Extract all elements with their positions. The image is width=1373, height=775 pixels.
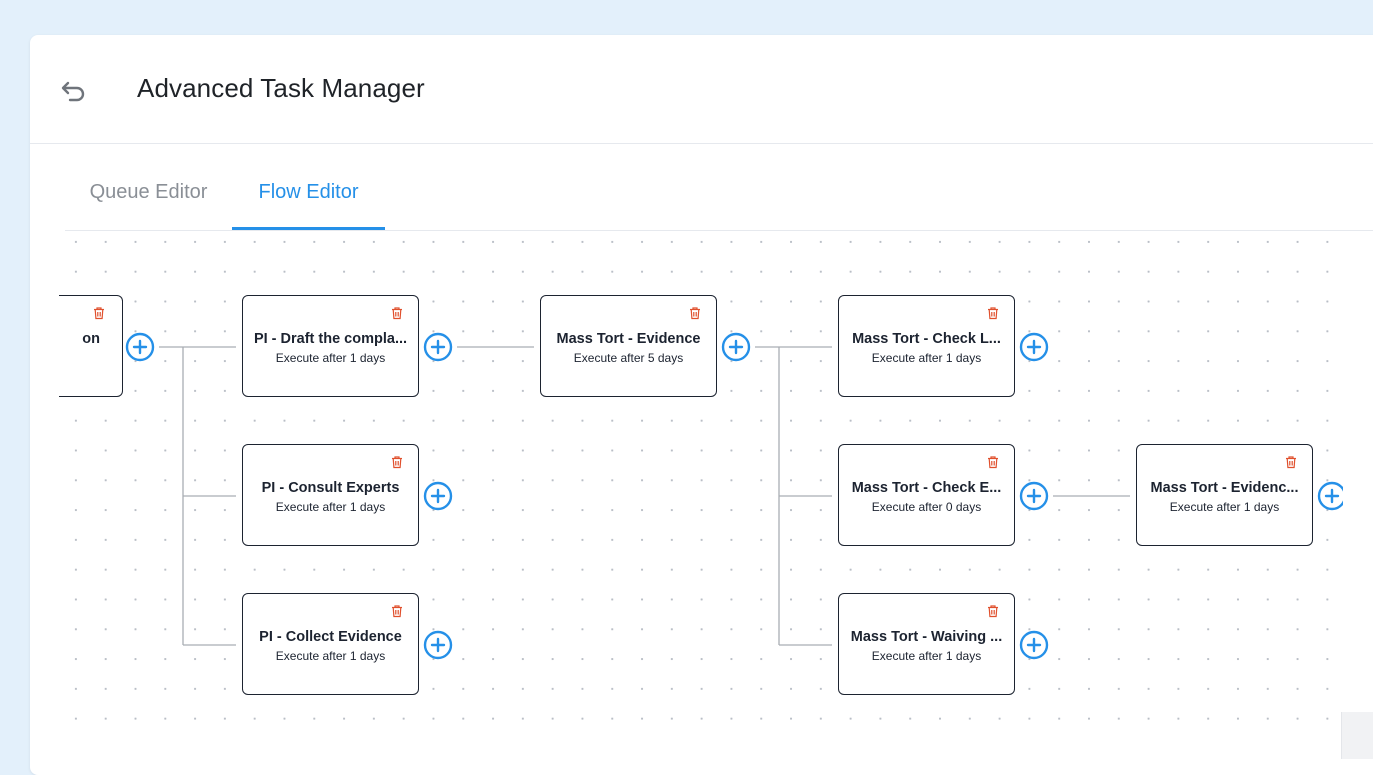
flow-node[interactable]: Mass Tort - Evidenc... Execute after 1 d… — [1136, 444, 1313, 546]
trash-icon[interactable] — [986, 455, 1000, 469]
node-title: PI - Draft the compla... — [253, 331, 408, 347]
node-title: Mass Tort - Evidence — [556, 331, 701, 347]
add-step-button[interactable] — [423, 630, 453, 660]
node-delay: Execute after 1 days — [871, 351, 982, 365]
node-delay: Execute after 1 days — [275, 649, 386, 663]
add-step-button[interactable] — [1019, 481, 1049, 511]
add-step-button[interactable] — [721, 332, 751, 362]
trash-icon[interactable] — [986, 604, 1000, 618]
flow-node[interactable]: PI - Draft the compla... Execute after 1… — [242, 295, 419, 397]
node-delay: Execute after 1 days — [871, 649, 982, 663]
node-delay: Execute after 0 days — [871, 500, 982, 514]
scrollbar-corner[interactable] — [1341, 712, 1373, 759]
flow-node[interactable]: Mass Tort - Evidence Execute after 5 day… — [540, 295, 717, 397]
add-step-button[interactable] — [1019, 630, 1049, 660]
node-delay: Execute after 1 days — [275, 500, 386, 514]
trash-icon[interactable] — [986, 306, 1000, 320]
flow-node[interactable]: PI - Collect Evidence Execute after 1 da… — [242, 593, 419, 695]
trash-icon[interactable] — [390, 604, 404, 618]
trash-icon[interactable] — [390, 455, 404, 469]
trash-icon[interactable] — [390, 306, 404, 320]
trash-icon[interactable] — [1284, 455, 1298, 469]
node-title: Mass Tort - Check L... — [852, 331, 1001, 347]
trash-icon[interactable] — [688, 306, 702, 320]
node-title: PI - Consult Experts — [261, 480, 400, 496]
node-title: Mass Tort - Check E... — [851, 480, 1002, 496]
tab-queue-editor[interactable]: Queue Editor — [89, 181, 208, 203]
flow-node[interactable]: Mass Tort - Check E... Execute after 0 d… — [838, 444, 1015, 546]
node-title: PI - Collect Evidence — [259, 629, 402, 645]
add-step-button[interactable] — [1317, 481, 1343, 511]
node-title: Mass Tort - Evidenc... — [1150, 480, 1299, 496]
flow-node[interactable]: PI - Consult Experts Execute after 1 day… — [242, 444, 419, 546]
add-step-button[interactable] — [125, 332, 155, 362]
node-delay: Execute after 1 days — [1169, 500, 1280, 514]
add-step-button[interactable] — [423, 481, 453, 511]
add-step-button[interactable] — [423, 332, 453, 362]
flow-node[interactable]: on — [59, 295, 123, 397]
tab-flow-editor[interactable]: Flow Editor — [232, 144, 385, 230]
node-delay: Execute after 5 days — [573, 351, 684, 365]
page-header: Advanced Task Manager — [30, 35, 1373, 144]
back-icon[interactable] — [56, 75, 88, 107]
flow-node[interactable]: Mass Tort - Check L... Execute after 1 d… — [838, 295, 1015, 397]
tab-flow-editor-label: Flow Editor — [258, 181, 359, 203]
flow-canvas[interactable]: on PI - Draft the compla... Execute afte… — [59, 225, 1343, 740]
flow-connectors — [159, 346, 1130, 646]
flow-node[interactable]: Mass Tort - Waiving ... Execute after 1 … — [838, 593, 1015, 695]
node-title: on — [82, 331, 100, 347]
trash-icon[interactable] — [92, 306, 106, 320]
node-delay: Execute after 1 days — [275, 351, 386, 365]
node-title: Mass Tort - Waiving ... — [850, 629, 1003, 645]
tab-bar: Queue Editor Flow Editor — [65, 144, 1373, 231]
add-step-button[interactable] — [1019, 332, 1049, 362]
page-title: Advanced Task Manager — [137, 73, 425, 103]
